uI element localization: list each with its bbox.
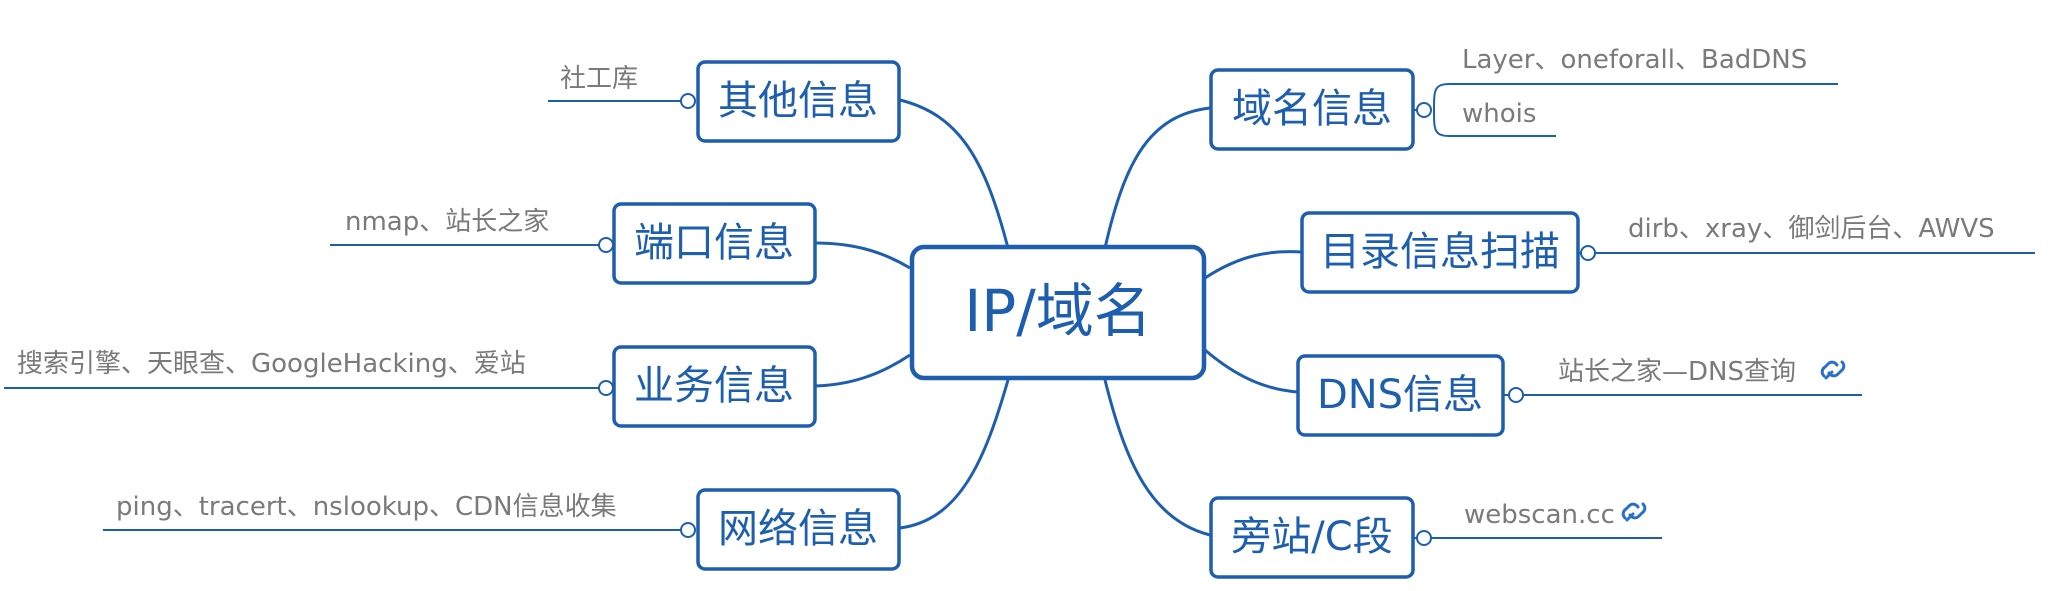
collapse-toggle-duankou[interactable] [598, 237, 614, 253]
topic-label-duankou: 端口信息 [634, 220, 794, 266]
branch-pangzhan [1103, 379, 1211, 537]
topic-node-pangzhan[interactable]: 旁站/C段 [1209, 496, 1415, 579]
topic-label-yuming: 域名信息 [1232, 86, 1392, 132]
leaf-duankou-0[interactable]: nmap、站长之家 [345, 207, 549, 237]
branch-dns [1204, 348, 1299, 394]
leaf-pangzhan-0[interactable]: webscan.cc [1464, 500, 1615, 530]
branch-wangluo [899, 379, 1010, 530]
branch-yuming [1103, 106, 1211, 249]
topic-label-dns: DNS信息 [1317, 372, 1483, 418]
branch-connectors [814, 98, 1303, 537]
collapse-toggle-yuming[interactable] [1416, 102, 1432, 118]
branch-mulu [1204, 250, 1303, 280]
topic-node-duankou[interactable]: 端口信息 [612, 202, 817, 285]
topic-label-qita: 其他信息 [718, 78, 878, 124]
leaf-wangluo-0[interactable]: ping、tracert、nslookup、CDN信息收集 [116, 492, 617, 522]
topic-label-mulu: 目录信息扫描 [1320, 229, 1560, 275]
collapse-toggle-dns[interactable] [1508, 387, 1524, 403]
topic-node-qita[interactable]: 其他信息 [696, 60, 901, 143]
leaf-qita-0[interactable]: 社工库 [560, 64, 638, 94]
topic-label-wangluo: 网络信息 [718, 506, 878, 552]
branch-yewu [814, 353, 911, 388]
collapse-toggle-yewu[interactable] [598, 380, 614, 396]
leaf-dns-0[interactable]: 站长之家—DNS查询 [1558, 357, 1796, 387]
link-icon[interactable] [1621, 502, 1647, 522]
branch-qita [899, 98, 1010, 249]
center-node-label: IP/域名 [964, 277, 1152, 345]
leaf-yewu-0[interactable]: 搜索引擎、天眼查、GoogleHacking、爱站 [17, 349, 526, 379]
center-node[interactable]: IP/域名 [909, 244, 1207, 381]
leaf-texts: 社工库 nmap、站长之家 搜索引擎、天眼查、GoogleHacking、爱站 … [17, 45, 1995, 530]
topic-node-dns[interactable]: DNS信息 [1296, 354, 1505, 437]
topic-node-mulu[interactable]: 目录信息扫描 [1300, 211, 1580, 294]
topic-node-yuming[interactable]: 域名信息 [1209, 68, 1415, 151]
branch-duankou [814, 241, 911, 270]
leaf-connectors [4, 83, 2035, 546]
leaf-yuming-0[interactable]: Layer、oneforall、BadDNS [1462, 45, 1807, 75]
leaf-mulu-0[interactable]: dirb、xray、御剑后台、AWVS [1628, 214, 1995, 244]
collapse-toggle-wangluo[interactable] [680, 522, 696, 538]
collapse-toggle-mulu[interactable] [1580, 245, 1596, 261]
topic-node-yewu[interactable]: 业务信息 [612, 345, 817, 428]
collapse-toggle-pangzhan[interactable] [1416, 530, 1432, 546]
collapse-toggle-qita[interactable] [680, 93, 696, 109]
topic-label-yewu: 业务信息 [634, 363, 794, 409]
topic-label-pangzhan: 旁站/C段 [1231, 514, 1392, 560]
link-icon[interactable] [1820, 360, 1846, 380]
topic-node-wangluo[interactable]: 网络信息 [696, 488, 901, 571]
leaf-yuming-1[interactable]: whois [1462, 99, 1536, 129]
